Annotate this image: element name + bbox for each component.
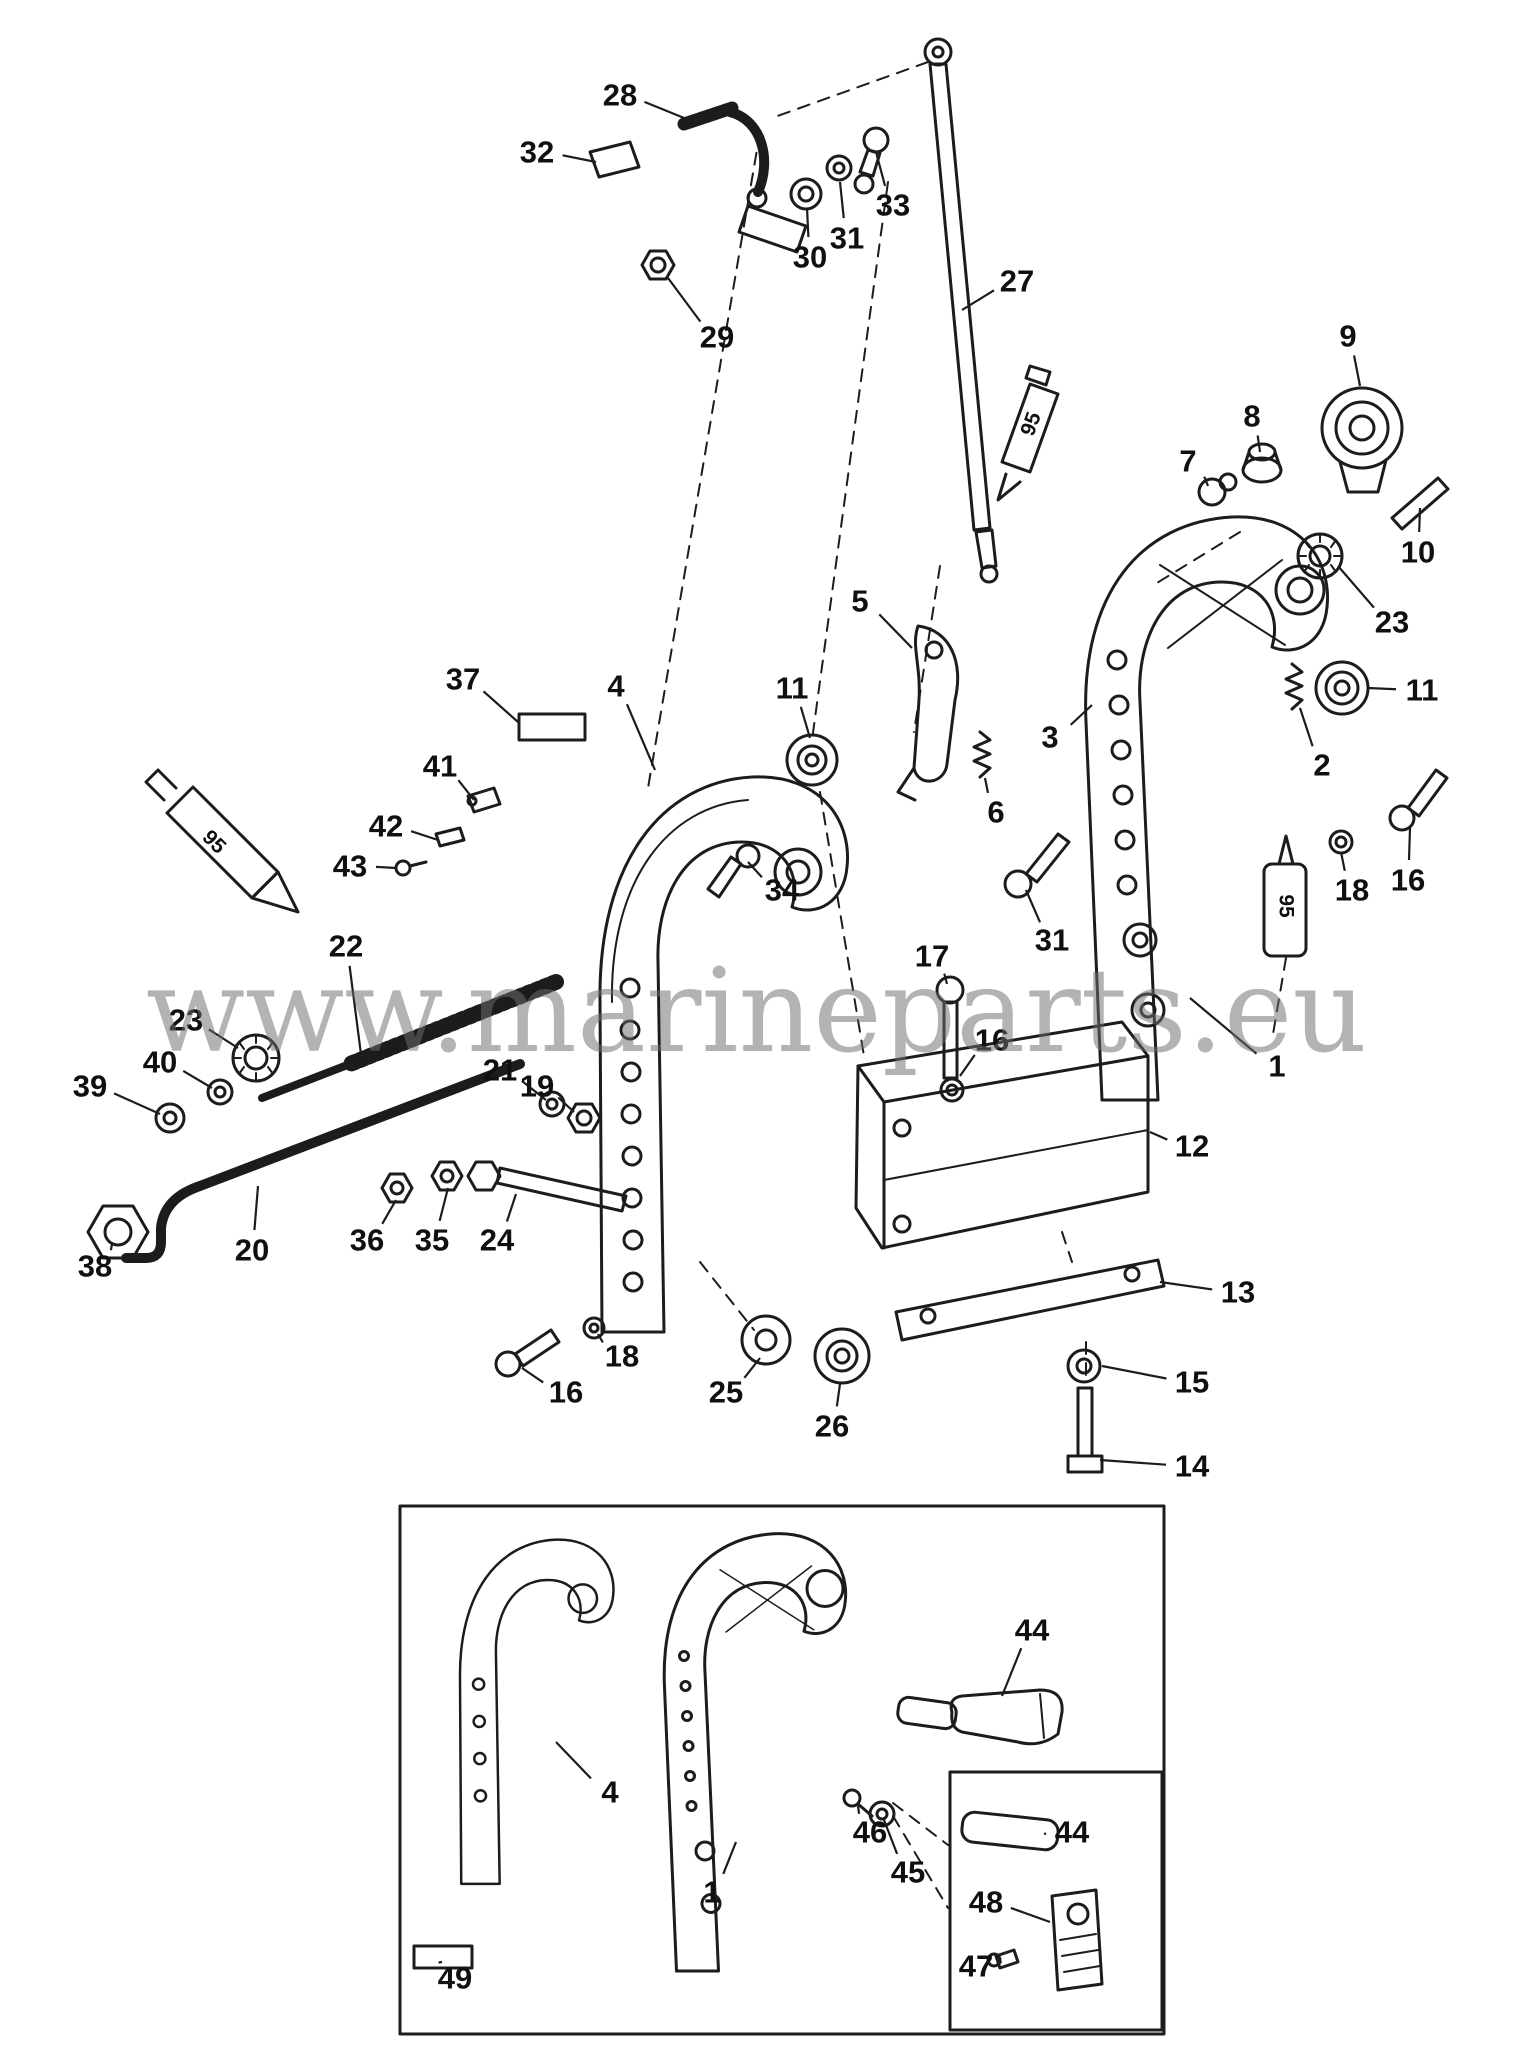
callout-40: 40 [142,1044,178,1080]
callout-17: 17 [914,938,950,974]
callout-33: 33 [875,187,911,223]
callout-37: 37 [445,661,481,697]
tube-label-95: 95 [1016,409,1046,439]
callout-21: 21 [482,1052,518,1088]
callout-35: 35 [414,1222,450,1258]
callout-3: 3 [1041,719,1059,755]
tube-label-95: 95 [197,825,231,859]
callout-4: 4 [601,1774,619,1810]
callout-7: 7 [1179,443,1197,479]
callout-11: 11 [1405,672,1439,708]
callout-47: 47 [958,1948,994,1984]
callout-16: 16 [548,1374,584,1410]
callout-32: 32 [519,134,555,170]
callout-41: 41 [422,748,458,784]
callout-48: 48 [968,1884,1004,1920]
callout-16: 16 [1390,862,1426,898]
callout-26: 26 [814,1408,850,1444]
callout-49: 49 [437,1960,473,1996]
callout-13: 13 [1220,1274,1256,1310]
callout-39: 39 [72,1068,108,1104]
callout-38: 38 [77,1248,113,1284]
callout-5: 5 [851,583,869,619]
callout-28: 28 [602,77,638,113]
callout-45: 45 [890,1854,926,1890]
callout-44: 44 [1054,1814,1090,1850]
callout-8: 8 [1243,398,1261,434]
callout-12: 12 [1174,1128,1210,1164]
callout-25: 25 [708,1374,744,1410]
callout-9: 9 [1339,318,1357,354]
callout-24: 24 [479,1222,515,1258]
callout-16: 16 [974,1022,1010,1058]
callout-14: 14 [1174,1448,1210,1484]
callout-36: 36 [349,1222,385,1258]
callout-31: 31 [829,220,865,256]
callout-15: 15 [1174,1364,1210,1400]
callout-20: 20 [234,1232,270,1268]
callout-10: 10 [1400,534,1436,570]
callout-22: 22 [328,928,364,964]
callout-27: 27 [999,263,1035,299]
callout-34: 34 [764,872,800,908]
callout-4: 4 [607,668,625,704]
callout-23: 23 [1374,604,1410,640]
callout-1: 1 [1268,1048,1286,1084]
callout-18: 18 [604,1338,640,1374]
callout-6: 6 [987,794,1005,830]
callout-44: 44 [1014,1612,1050,1648]
callout-30: 30 [792,239,828,275]
tube-label-95: 95 [1274,894,1298,918]
callout-46: 46 [852,1814,888,1850]
callout-19: 19 [519,1068,555,1104]
callout-18: 18 [1334,872,1370,908]
callout-29: 29 [699,319,735,355]
callout-31: 31 [1034,922,1070,958]
callout-11: 11 [775,670,809,706]
callout-23: 23 [168,1002,204,1038]
callout-42: 42 [368,808,404,844]
callout-1: 1 [703,1874,721,1910]
callout-43: 43 [332,848,368,884]
callout-2: 2 [1313,747,1331,783]
